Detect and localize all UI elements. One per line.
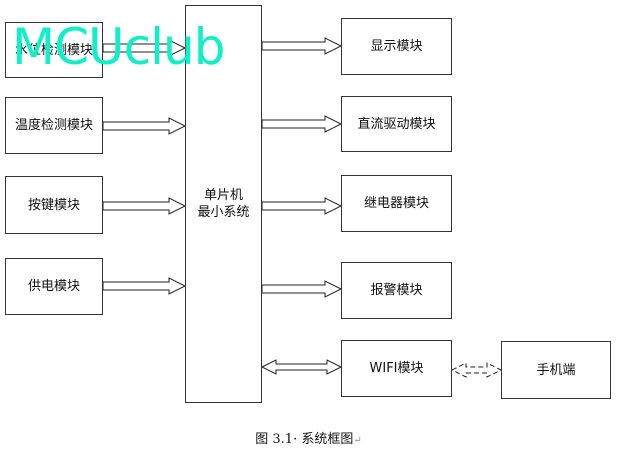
box-label: 供电模块: [27, 279, 80, 294]
input-box-power: 供电模块: [5, 258, 103, 315]
box-label: WIFI模块: [369, 361, 424, 376]
output-box-dc-drive: 直流驱动模块: [341, 96, 452, 152]
box-label: 报警模块: [370, 283, 423, 298]
box-label: 温度检测模块: [14, 118, 93, 133]
box-label: 手机端: [536, 362, 576, 378]
input-arrow: [102, 197, 187, 215]
input-arrow: [102, 117, 187, 135]
phone-box: 手机端: [501, 341, 611, 399]
box-label: 继电器模块: [363, 196, 429, 211]
mcu-label-line1: 单片机: [203, 188, 243, 203]
output-arrow: [261, 37, 343, 55]
box-label: 直流驱动模块: [357, 116, 436, 132]
output-arrow: [261, 280, 343, 298]
input-arrow: [102, 277, 187, 295]
box-label: 水位检测模块: [14, 42, 93, 58]
mcu-label-line2: 最小系统: [197, 205, 250, 220]
mcu-box: 单片机 最小系统: [185, 5, 262, 403]
output-box-wifi: WIFI模块: [341, 340, 452, 397]
input-box-temperature: 温度检测模块: [5, 97, 103, 154]
output-box-display: 显示模块: [341, 18, 452, 75]
output-arrow: [261, 197, 343, 215]
input-arrow: [102, 39, 187, 57]
output-box-relay: 继电器模块: [341, 175, 452, 232]
output-box-alarm: 报警模块: [341, 262, 452, 319]
input-box-keys: 按键模块: [5, 176, 103, 234]
box-label: 显示模块: [370, 39, 423, 54]
caption-text: 图 3.1· 系统框图: [255, 432, 354, 447]
wifi-bidirectional-arrow: [260, 359, 343, 375]
return-mark-icon: ↵: [353, 435, 362, 446]
watermark: MCUclub: [12, 18, 225, 76]
figure-caption: 图 3.1· 系统框图↵: [0, 428, 617, 447]
input-box-water-level: 水位检测模块: [5, 22, 103, 78]
box-label: 按键模块: [27, 197, 80, 213]
output-arrow: [261, 115, 343, 133]
wireless-bidirectional-arrow: [450, 362, 503, 378]
